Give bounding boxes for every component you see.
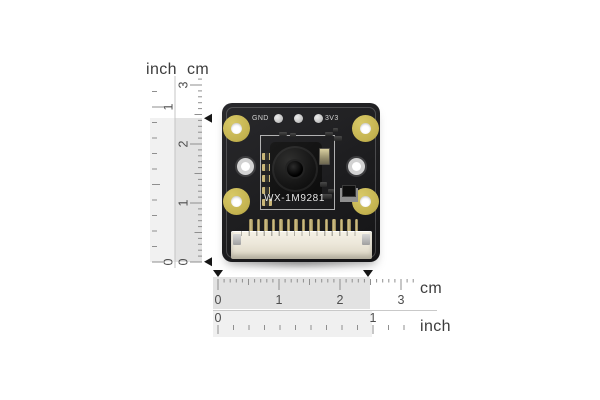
horizontal-cm-tick-label: 0 xyxy=(215,293,222,307)
ffc-pins xyxy=(222,219,380,233)
smd-component xyxy=(279,132,287,136)
smd-component xyxy=(262,164,272,171)
header-pad xyxy=(274,114,283,123)
vertical-cm-unit-label: cm xyxy=(187,61,210,78)
smd-component xyxy=(325,132,333,136)
ffc-pin xyxy=(339,219,344,232)
hole-center xyxy=(241,162,250,171)
camera-module-board: GND 3V3 WX-1M9281 xyxy=(222,103,380,262)
smd-component xyxy=(328,189,334,193)
horizontal-inch-unit-label: inch xyxy=(420,318,451,335)
mounting-hole-left xyxy=(235,156,256,177)
horizontal-cm-unit-label: cm xyxy=(420,280,443,297)
ffc-pin xyxy=(279,219,283,232)
ffc-pin xyxy=(309,219,313,232)
ic-chip xyxy=(342,185,356,197)
ffc-connector xyxy=(231,231,372,259)
vertical-cm-tick-label: 3 xyxy=(176,81,190,88)
horizontal-inch-tick-label: 1 xyxy=(370,311,377,325)
vertical-cm-tick-label: 1 xyxy=(176,199,190,206)
corner-mount-pad xyxy=(352,115,379,142)
model-number: WX-1M9281 xyxy=(264,193,325,204)
ffc-pin xyxy=(271,219,276,232)
vertical-inch-tick-label: 0 xyxy=(161,258,175,265)
smd-component xyxy=(262,153,272,160)
smd-component xyxy=(262,187,272,194)
vertical-cm-highlight xyxy=(175,118,202,262)
vertical-inch-tick-label: 1 xyxy=(161,103,175,110)
connector-tab-left xyxy=(233,234,241,245)
ffc-pin xyxy=(256,219,261,232)
smd-component xyxy=(333,128,338,132)
horizontal-cm-tick-label: 3 xyxy=(398,293,405,307)
pad-hole xyxy=(360,196,371,207)
lens-aperture xyxy=(287,161,303,177)
width-marker-right xyxy=(363,270,373,277)
smd-component xyxy=(320,182,327,187)
smd-component xyxy=(290,133,296,137)
horizontal-inch-highlight xyxy=(213,311,372,337)
smd-component xyxy=(334,136,342,141)
smd-component xyxy=(262,175,272,182)
connector-tab-right xyxy=(362,234,370,245)
pad-hole xyxy=(360,123,371,134)
ffc-pin xyxy=(294,219,298,232)
gnd-label: GND xyxy=(252,115,269,122)
ffc-pin xyxy=(354,219,359,232)
horizontal-cm-tick-label: 1 xyxy=(276,293,283,307)
corner-mount-pad xyxy=(352,188,379,215)
smd-component xyxy=(322,194,332,199)
v33-label: 3V3 xyxy=(325,115,339,122)
ffc-pin xyxy=(316,219,321,232)
header-pad xyxy=(294,114,303,123)
vertical-inch-unit-label: inch xyxy=(146,61,177,78)
pad-hole xyxy=(231,196,242,207)
vertical-cm-tick-label: 0 xyxy=(176,258,190,265)
ffc-pin xyxy=(286,219,291,232)
ffc-pin xyxy=(347,219,351,232)
height-marker-top xyxy=(204,113,212,123)
header-pad xyxy=(314,114,323,123)
corner-mount-pad xyxy=(223,188,250,215)
ffc-pin xyxy=(264,219,268,232)
ffc-pin xyxy=(301,219,306,232)
sensor-frame xyxy=(260,135,335,210)
corner-mount-pad xyxy=(223,115,250,142)
hole-center xyxy=(352,162,361,171)
width-marker-left xyxy=(213,270,223,277)
ffc-pin xyxy=(332,219,336,232)
vertical-cm-tick-label: 2 xyxy=(176,140,190,147)
ffc-pin xyxy=(324,219,328,232)
smd-component xyxy=(262,199,272,206)
vertical-inch-highlight xyxy=(150,118,175,262)
pad-hole xyxy=(231,123,242,134)
mounting-hole-right xyxy=(346,156,367,177)
ffc-pin xyxy=(249,219,253,232)
camera-lens xyxy=(272,146,318,192)
horizontal-inch-tick-label: 0 xyxy=(215,311,222,325)
camera-housing xyxy=(270,142,322,200)
connector-slots xyxy=(241,231,362,236)
horizontal-cm-tick-label: 2 xyxy=(337,293,344,307)
height-marker-bottom xyxy=(204,257,212,267)
oscillator-component xyxy=(319,148,330,165)
